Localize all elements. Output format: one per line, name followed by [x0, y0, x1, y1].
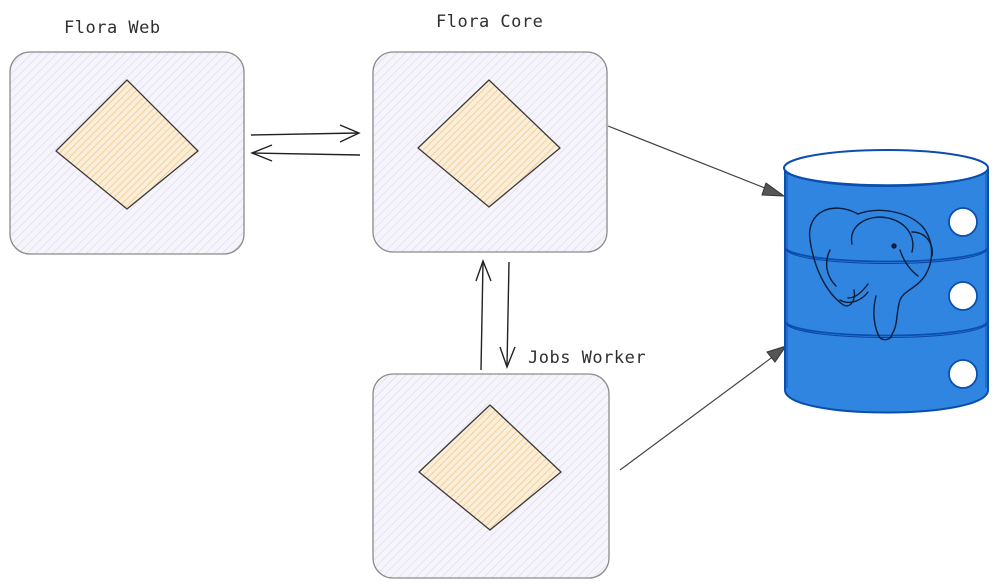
edge-worker-to-core — [475, 259, 492, 371]
db-indicator-light — [948, 207, 978, 237]
postgresql-elephant-icon — [808, 207, 933, 341]
node-label-flora-core: Flora Core — [436, 12, 543, 32]
node-flora-web: Flora Web — [9, 18, 245, 255]
edge-core-to-web — [250, 144, 361, 162]
edge-core-to-worker — [499, 261, 516, 369]
node-jobs-worker: Jobs Worker — [372, 348, 646, 579]
service-diamond-icon — [55, 79, 199, 210]
node-flora-core: Flora Core — [372, 12, 608, 253]
edge-web-to-core — [250, 124, 361, 143]
db-indicator-light — [948, 359, 978, 389]
node-label-flora-web: Flora Web — [64, 18, 161, 38]
edge-core-to-database — [607, 125, 786, 197]
service-diamond-icon — [417, 79, 561, 208]
node-label-jobs-worker: Jobs Worker — [528, 348, 646, 368]
edge-worker-to-database — [619, 345, 788, 471]
db-indicator-light — [948, 281, 978, 311]
service-diamond-icon — [418, 404, 562, 531]
database-cylinder — [783, 149, 989, 414]
